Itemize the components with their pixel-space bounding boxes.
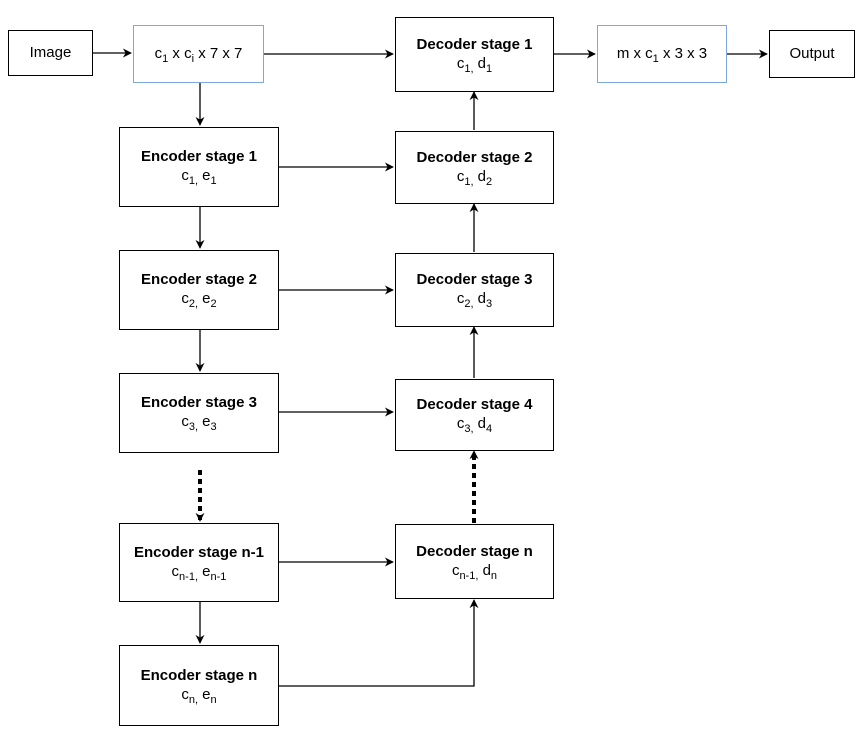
encoder-stage-params: c1, e1 [181,167,217,187]
encoder-stage-params: c2, e2 [181,290,217,310]
decoder-stage-params: c3, d4 [456,415,493,435]
head-conv-box: m x c1 x 3 x 3 [597,25,727,83]
decoder-stage-params: cn-1, dn [451,561,498,582]
stem-conv-box: c1 x ci x 7 x 7 [133,25,264,83]
image-label: Image [29,44,72,61]
encoder-stage-title: Encoder stage 1 [141,148,257,165]
encoder-stage-3: Encoder stage 3 c3, e3 [119,373,279,453]
decoder-stage-title: Decoder stage 4 [416,396,533,413]
image-input-box: Image [8,30,93,76]
encoder-stage-title: Encoder stage 2 [141,271,257,288]
decoder-stage-params: c2, d3 [456,290,493,310]
decoder-stage-3: Decoder stage 3 c2, d3 [395,253,554,327]
decoder-stage-params: c1, d2 [456,167,493,188]
output-box: Output [769,30,855,78]
head-conv-label: m x c1 x 3 x 3 [616,45,708,65]
encoder-stage-n-1: Encoder stage n-1 cn-1, en-1 [119,523,279,602]
decoder-stage-n: Decoder stage n cn-1, dn [395,524,554,599]
encoder-stage-params: cn-1, en-1 [171,562,227,583]
encoder-stage-title: Encoder stage 3 [141,394,257,411]
decoder-stage-title: Decoder stage 3 [416,271,533,288]
encoder-stage-params: c3, e3 [181,413,217,433]
arrow-encoder-n-to-decoder-n [279,599,479,687]
stem-conv-label: c1 x ci x 7 x 7 [154,45,243,65]
decoder-stage-title: Decoder stage 1 [416,35,533,53]
decoder-stage-title: Decoder stage n [416,542,533,560]
decoder-stage-1: Decoder stage 1 c1, d1 [395,17,554,92]
decoder-stage-4: Decoder stage 4 c3, d4 [395,379,554,451]
encoder-stage-params: cn, en [181,685,217,706]
decoder-stage-2: Decoder stage 2 c1, d2 [395,131,554,204]
decoder-stage-title: Decoder stage 2 [416,148,533,166]
encoder-stage-title: Encoder stage n [140,666,258,684]
encoder-stage-title: Encoder stage n-1 [133,543,265,561]
encoder-stage-1: Encoder stage 1 c1, e1 [119,127,279,207]
decoder-stage-params: c1, d1 [456,54,493,75]
encoder-stage-2: Encoder stage 2 c2, e2 [119,250,279,330]
encoder-stage-n: Encoder stage n cn, en [119,645,279,726]
output-label: Output [789,45,835,62]
